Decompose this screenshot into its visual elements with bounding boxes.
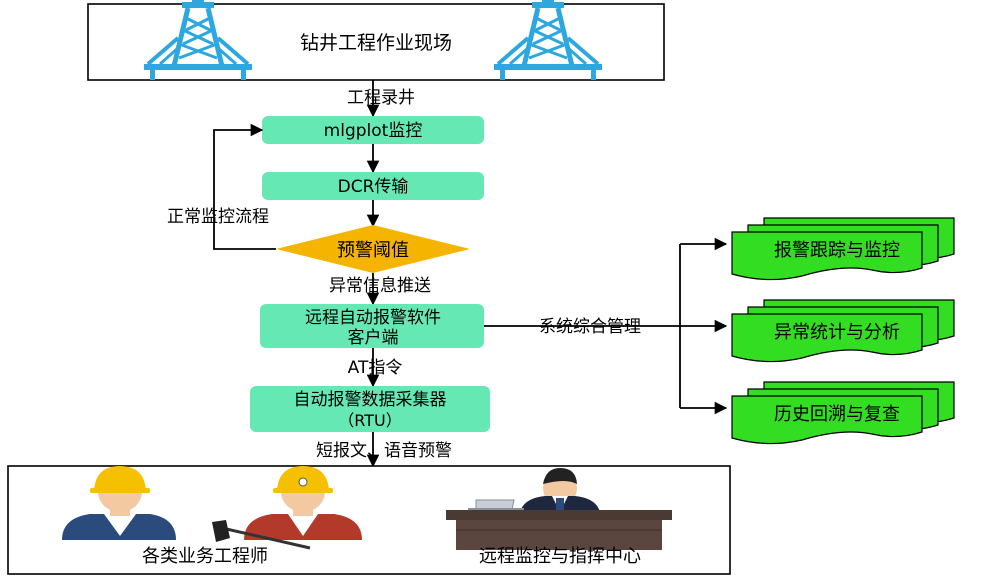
center-label: 远程监控与指挥中心	[479, 546, 641, 567]
dcr-box	[262, 172, 484, 200]
threshold-label: 预警阈值	[337, 240, 409, 261]
loop-label: 正常监控流程	[167, 207, 269, 227]
engineer-shovel-icon	[212, 466, 362, 550]
mgmt-item-2-label: 异常统计与分析	[774, 322, 900, 343]
rtu-label-2: （RTU）	[338, 411, 401, 430]
site-title: 钻井工程作业现场	[300, 32, 452, 54]
output-label: 短报文、语音预警	[316, 441, 452, 461]
mgmt-item-2: 异常统计与分析	[731, 299, 955, 363]
monitor-box	[262, 116, 484, 144]
mgmt-item-3: 历史回溯与复查	[731, 381, 955, 445]
abnormal-label: 异常信息推送	[329, 276, 431, 296]
management-label: 系统综合管理	[539, 317, 641, 337]
rtu-label-1: 自动报警数据采集器	[294, 390, 447, 410]
mgmt-item-1: 报警跟踪与监控	[731, 217, 955, 281]
client-box	[260, 304, 484, 348]
at-label: AT指令	[348, 358, 403, 378]
loop-line	[213, 123, 276, 250]
mgmt-item-1-label: 报警跟踪与监控	[774, 240, 900, 261]
threshold-diamond	[276, 225, 470, 273]
client-label-2: 客户端	[348, 328, 399, 348]
client-label-1: 远程自动报警软件	[305, 308, 441, 328]
dcr-label: DCR传输	[338, 177, 409, 197]
engineer-icon	[62, 466, 176, 540]
engineers-label: 各类业务工程师	[142, 546, 268, 567]
mgmt-item-3-label: 历史回溯与复查	[774, 404, 900, 425]
input-label: 工程录井	[347, 88, 415, 108]
rtu-box	[250, 386, 490, 432]
command-center-icon	[446, 468, 672, 550]
monitor-label: mlgplot监控	[324, 121, 423, 141]
